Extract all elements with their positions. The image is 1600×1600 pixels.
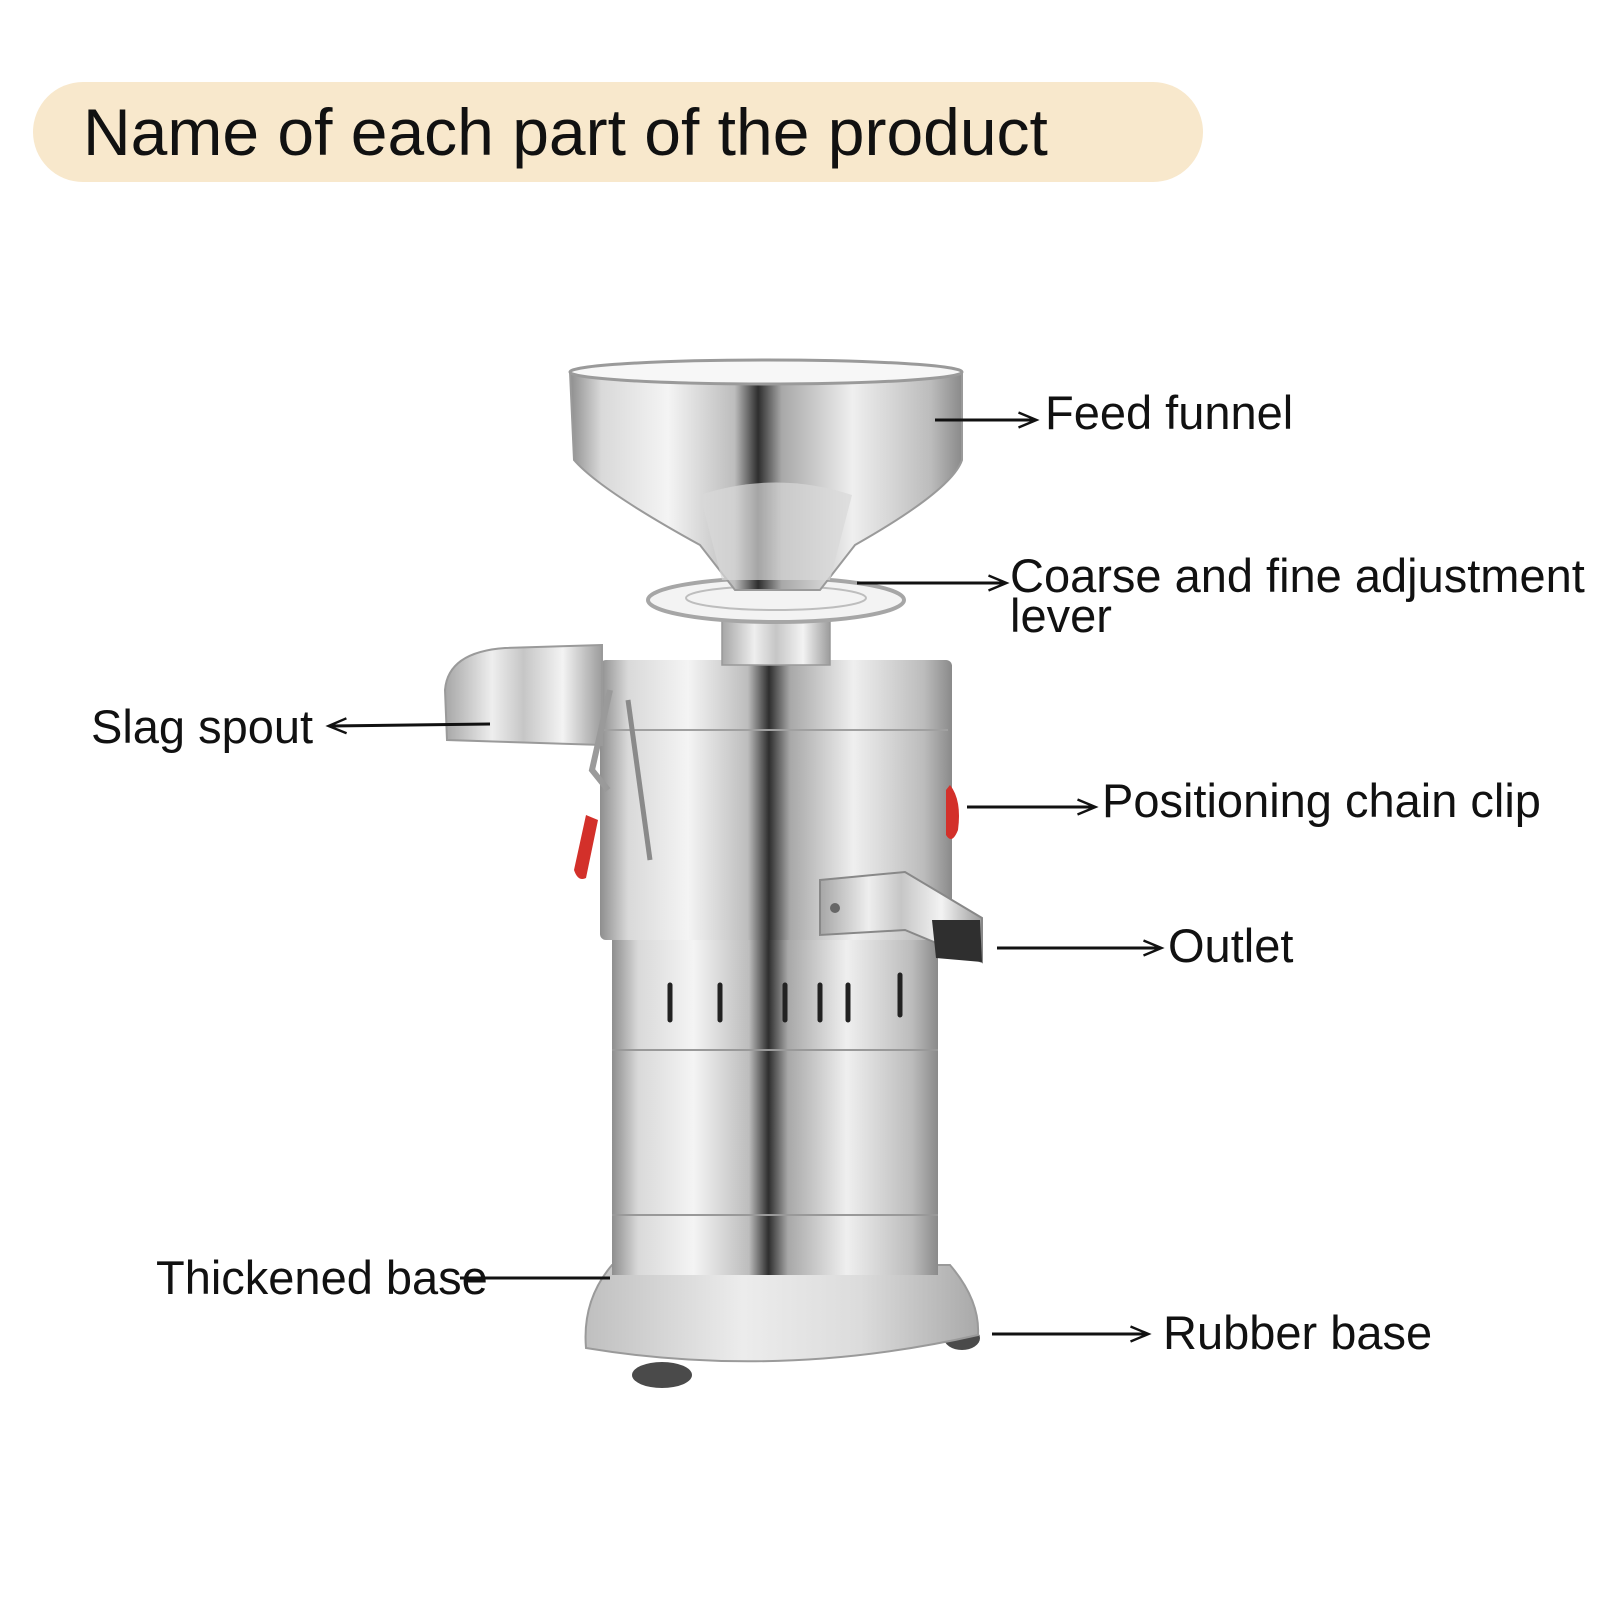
label-slag-spout: Slag spout <box>91 700 314 753</box>
title-banner: Name of each part of the product <box>33 82 1203 182</box>
vent-slots <box>667 972 903 1023</box>
motor-body <box>612 930 938 1275</box>
chain-clip-shape <box>946 785 959 839</box>
label-rubber-base: Rubber base <box>1163 1306 1433 1359</box>
page-title: Name of each part of the product <box>83 95 1048 169</box>
thickened-base-shape <box>584 1264 980 1363</box>
feed-funnel-shape <box>568 371 963 591</box>
label-positioning-chain-clip: Positioning chain clip <box>1102 774 1541 827</box>
side-clamp <box>574 689 653 879</box>
slag-spout-shape <box>443 643 603 747</box>
outlet-shape <box>819 870 983 964</box>
arrow-slag-spout <box>325 717 491 735</box>
label-outlet: Outlet <box>1168 919 1294 972</box>
label-feed-funnel: Feed funnel <box>1045 386 1294 439</box>
label-coarse-line-1: Coarse and fine adjustment <box>1010 549 1585 602</box>
label-coarse-line-2: lever <box>1010 589 1112 642</box>
label-coarse-fine-adjustment-lever: Coarse and fine adjustment lever <box>1010 549 1585 642</box>
label-thickened-base: Thickened base <box>156 1251 488 1304</box>
rubber-foot-left <box>632 1362 692 1388</box>
leader-arrows <box>325 411 1165 1343</box>
